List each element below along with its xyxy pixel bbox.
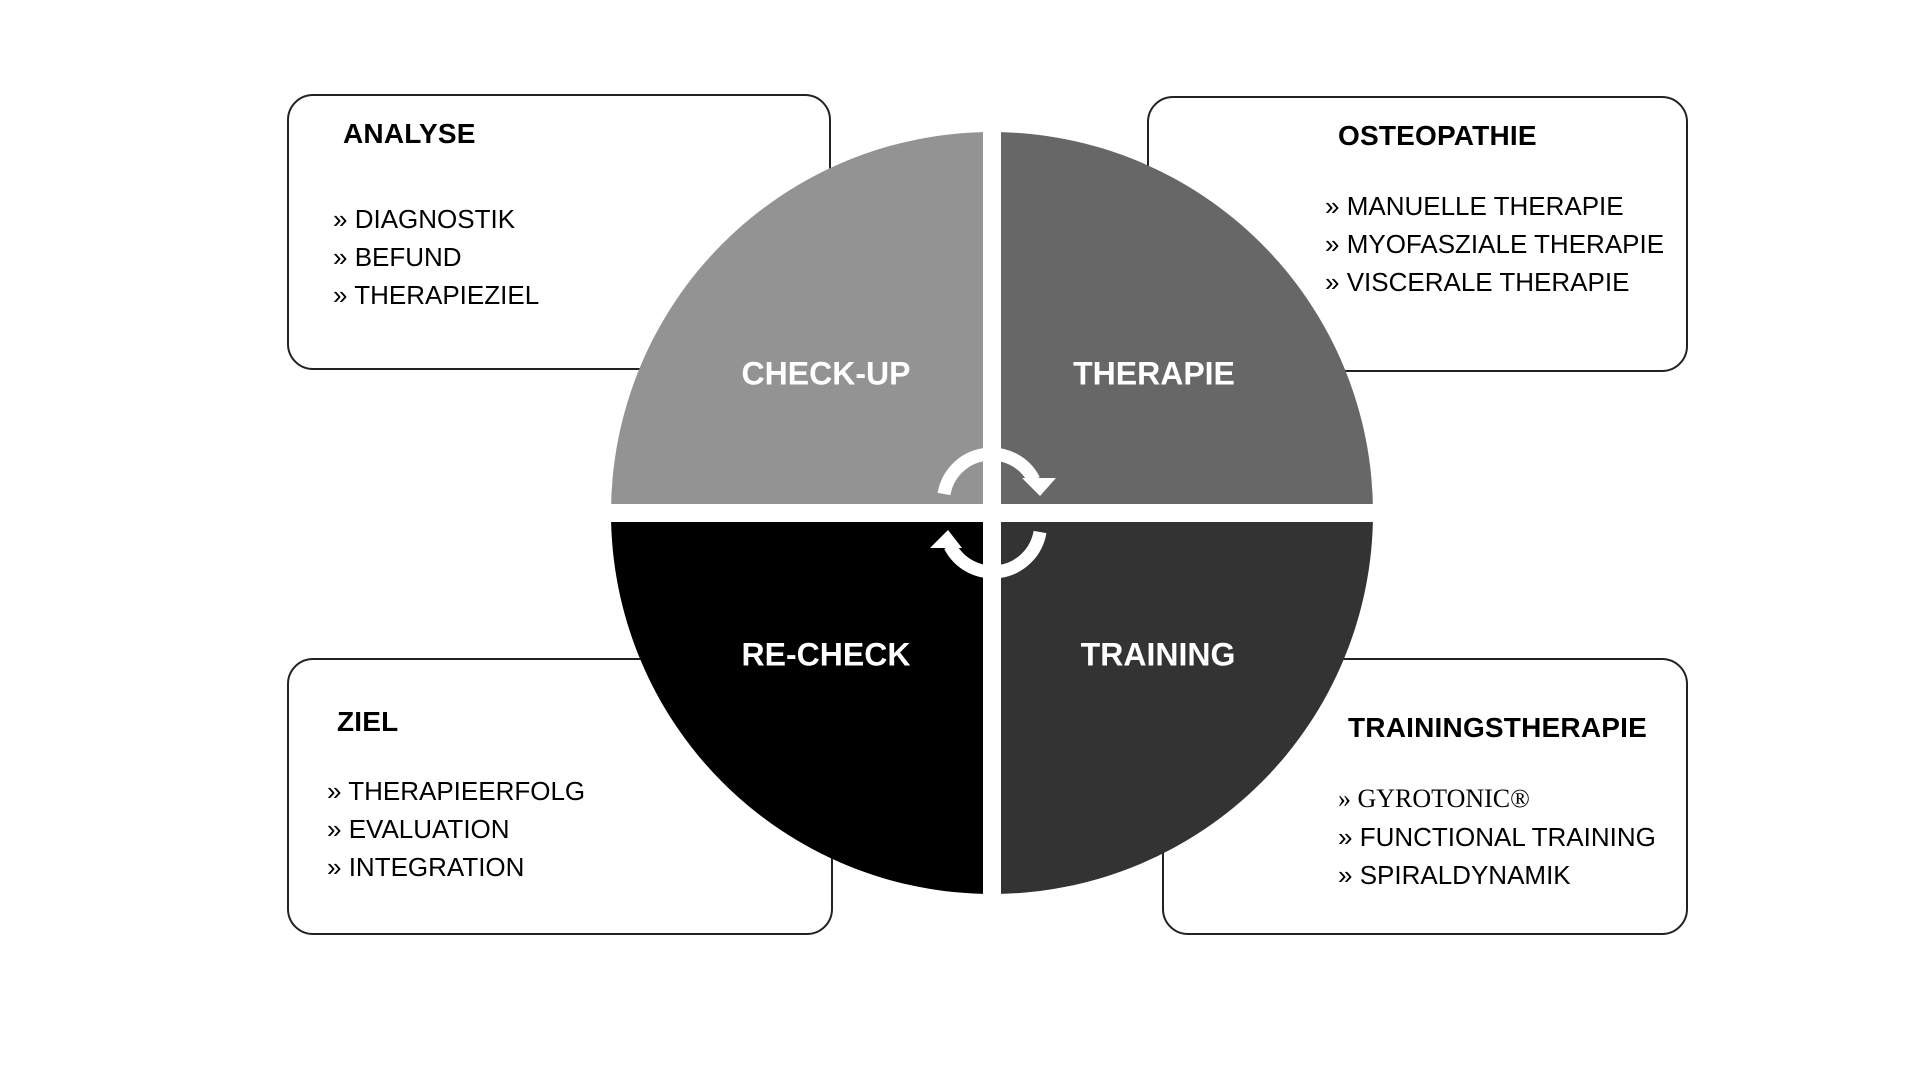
ziel-list: THERAPIEERFOLG EVALUATION INTEGRATION bbox=[327, 772, 585, 886]
quadrant-recheck bbox=[611, 522, 983, 894]
ziel-title: ZIEL bbox=[337, 706, 399, 737]
analyse-title: ANALYSE bbox=[343, 118, 476, 149]
cycle-arrows-icon bbox=[930, 447, 1056, 579]
list-item: THERAPIEERFOLG bbox=[327, 772, 585, 810]
list-item: GYROTONIC® bbox=[1338, 780, 1656, 818]
quadrant-label-recheck: RE-CHECK bbox=[741, 636, 911, 673]
quadrant-checkup bbox=[611, 132, 983, 504]
list-item: THERAPIEZIEL bbox=[333, 276, 539, 314]
list-item: FUNCTIONAL TRAINING bbox=[1338, 818, 1656, 856]
list-item: SPIRALDYNAMIK bbox=[1338, 856, 1656, 894]
trainingstherapie-list: GYROTONIC® FUNCTIONAL TRAINING SPIRALDYN… bbox=[1338, 780, 1656, 894]
quadrant-training bbox=[1001, 522, 1373, 894]
quadrant-label-training: TRAINING bbox=[1080, 636, 1236, 673]
trainingstherapie-title: TRAININGSTHERAPIE bbox=[1348, 712, 1647, 743]
quadrant-therapie bbox=[1001, 132, 1373, 504]
quadrant-label-checkup: CHECK-UP bbox=[741, 355, 911, 392]
list-item: DIAGNOSTIK bbox=[333, 200, 539, 238]
osteopathie-title: OSTEOPATHIE bbox=[1338, 120, 1537, 151]
list-item: MANUELLE THERAPIE bbox=[1325, 187, 1664, 225]
list-item: MYOFASZIALE THERAPIE bbox=[1325, 225, 1664, 263]
list-item: INTEGRATION bbox=[327, 848, 585, 886]
analyse-list: DIAGNOSTIK BEFUND THERAPIEZIEL bbox=[333, 200, 539, 314]
list-item: VISCERALE THERAPIE bbox=[1325, 263, 1664, 301]
osteopathie-list: MANUELLE THERAPIE MYOFASZIALE THERAPIE V… bbox=[1325, 187, 1664, 301]
list-item: EVALUATION bbox=[327, 810, 585, 848]
list-item: BEFUND bbox=[333, 238, 539, 276]
quadrant-label-therapie: THERAPIE bbox=[1073, 355, 1235, 392]
